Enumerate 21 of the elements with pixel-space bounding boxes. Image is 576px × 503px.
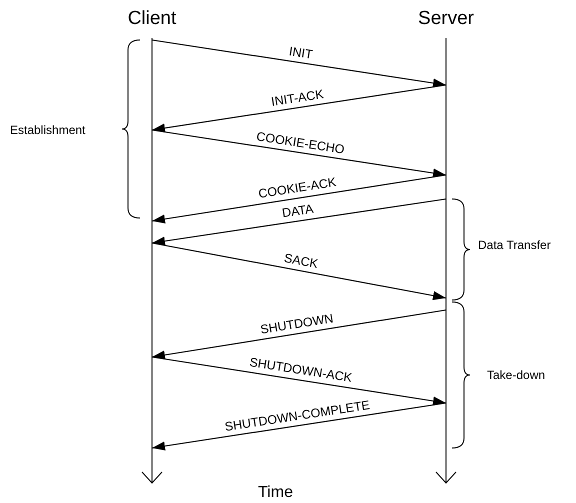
edge-label: SACK [282,250,319,271]
axis-label: Time [258,484,293,502]
message-arrow [152,84,446,133]
message-arrow [152,39,446,88]
lifeline-label: Client [126,8,178,30]
lifeline-label: Server [417,8,475,30]
message-arrow [152,402,446,451]
edge-label: INIT-ACK [270,86,325,109]
phase-label: Data Transfer [478,238,551,252]
edge-label: SHUTDOWN [260,310,335,336]
message-arrow [152,198,446,246]
message-arrow [152,309,446,360]
edge-label: INIT [288,44,314,62]
phase-label: Establishment [10,123,86,137]
message-arrow [152,356,446,406]
message-arrow [152,174,446,224]
phase-label: Take-down [487,368,546,382]
edge-label: DATA [281,202,314,220]
message-arrow [152,129,446,178]
edge-label: COOKIE-ACK [257,175,338,202]
message-arrow [152,242,446,300]
